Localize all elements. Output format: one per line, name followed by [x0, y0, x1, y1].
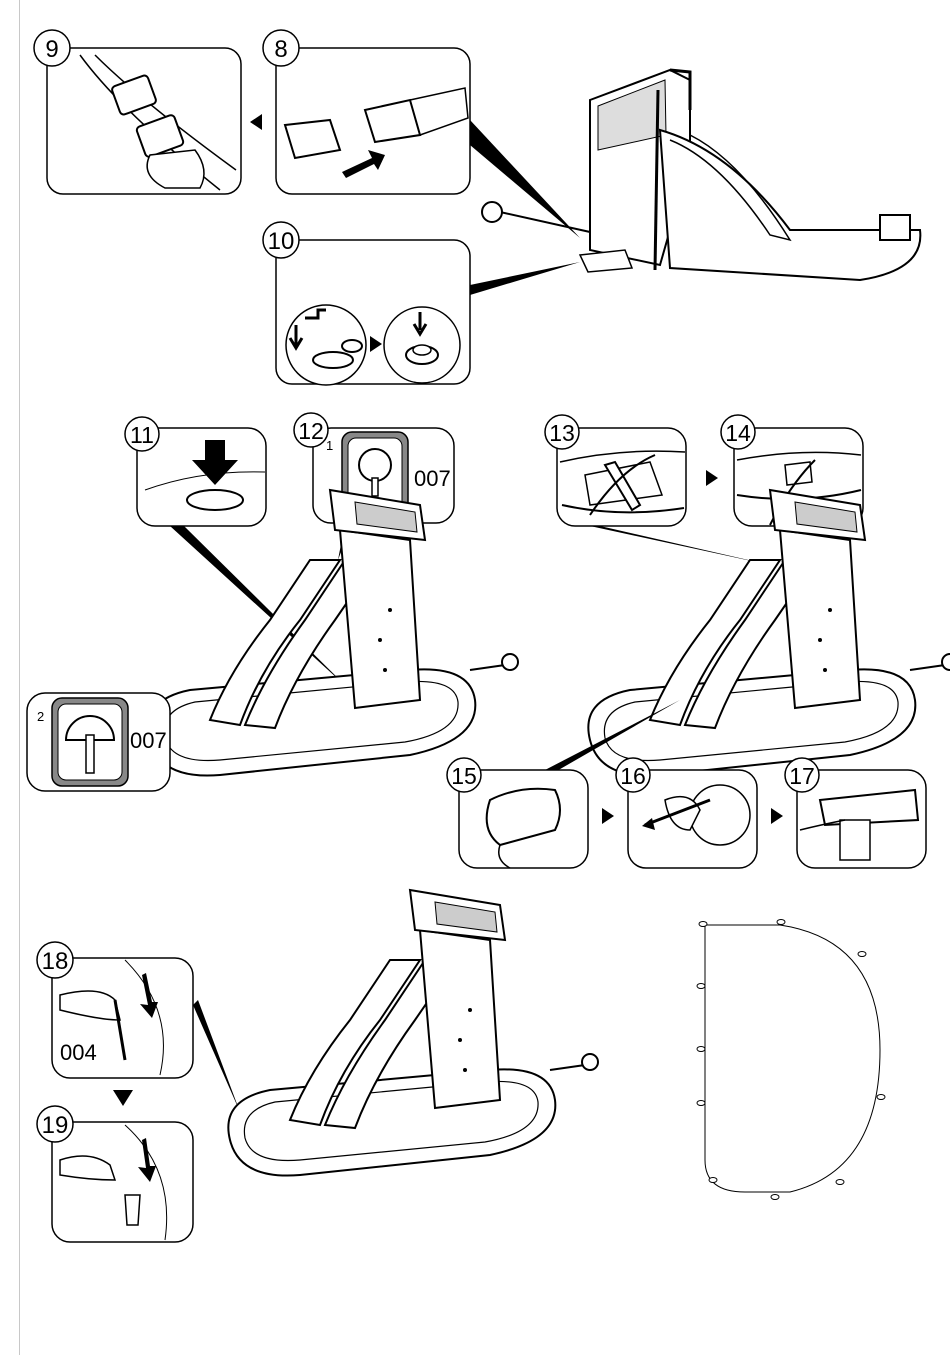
- stake-icon: [86, 735, 94, 773]
- svg-text:007: 007: [414, 466, 451, 491]
- step-18-badge: 18: [37, 942, 73, 978]
- stake-cap-icon: [359, 449, 391, 481]
- svg-text:9: 9: [45, 36, 58, 63]
- svg-text:18: 18: [42, 948, 69, 975]
- svg-text:007: 007: [130, 728, 167, 753]
- callout-wedge: [470, 262, 580, 295]
- svg-text:15: 15: [451, 763, 477, 789]
- step-13-badge: 13: [545, 415, 579, 449]
- arrow-left-icon: [250, 114, 262, 130]
- svg-text:19: 19: [42, 1112, 69, 1139]
- step-8-badge: 8: [263, 30, 299, 66]
- water-slide-unit-b: [588, 490, 950, 776]
- svg-text:1: 1: [326, 438, 333, 453]
- step-10-badge: 10: [263, 222, 299, 258]
- ground-footprint-outline: [697, 920, 885, 1200]
- arrow-right-icon: [706, 470, 718, 486]
- svg-text:13: 13: [549, 420, 575, 446]
- callout-wedge: [590, 526, 770, 565]
- step-9-panel: [47, 48, 241, 194]
- arrow-down-icon: [113, 1090, 133, 1106]
- step-15-badge: 15: [447, 758, 481, 792]
- arrow-right-icon: [771, 808, 783, 824]
- step-11-badge: 11: [125, 417, 159, 451]
- svg-text:8: 8: [274, 36, 287, 63]
- step-13-panel: [557, 428, 686, 526]
- water-slide-unit-a: [148, 490, 518, 776]
- svg-text:17: 17: [789, 763, 815, 789]
- arrow-right-icon: [602, 808, 614, 824]
- svg-text:16: 16: [620, 763, 646, 789]
- step-19-badge: 19: [37, 1106, 73, 1142]
- step-17-badge: 17: [785, 758, 819, 792]
- step-12-badge: 12: [294, 413, 328, 447]
- svg-text:14: 14: [725, 420, 751, 446]
- step-19-panel: [52, 1122, 193, 1242]
- svg-text:10: 10: [268, 228, 295, 255]
- step-8-panel: [276, 48, 470, 194]
- svg-text:2: 2: [37, 709, 44, 724]
- step-10-panel: [276, 240, 470, 385]
- svg-text:11: 11: [130, 422, 154, 448]
- step-14-badge: 14: [721, 415, 755, 449]
- water-slide-side-view: [482, 70, 920, 280]
- step-18-panel: 004: [52, 958, 193, 1078]
- step-16-badge: 16: [616, 758, 650, 792]
- valve-icon: [187, 490, 243, 510]
- callout-wedge: [193, 1000, 240, 1112]
- svg-text:004: 004: [60, 1040, 97, 1065]
- buckle-icon: [285, 120, 340, 158]
- blower-icon: [482, 202, 502, 222]
- svg-text:12: 12: [298, 418, 324, 444]
- step-2-panel: 2 007: [27, 693, 170, 791]
- step-9-badge: 9: [34, 30, 70, 66]
- water-slide-unit-c: [228, 890, 598, 1176]
